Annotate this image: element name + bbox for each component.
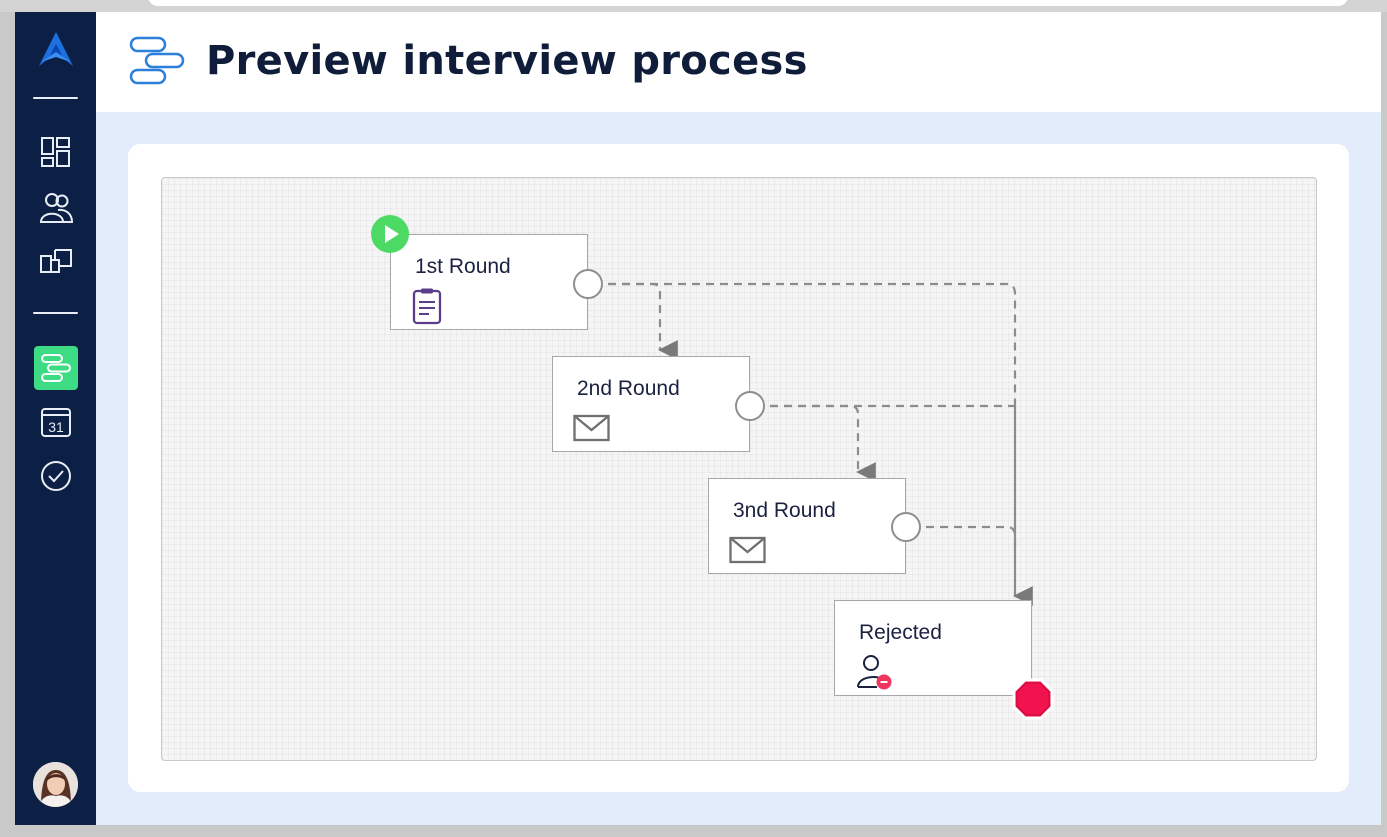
check-circle-icon bbox=[41, 461, 71, 491]
node-output-port[interactable] bbox=[735, 391, 765, 421]
flow-node-rejected[interactable]: Rejected bbox=[834, 600, 1032, 696]
process-flow-icon bbox=[41, 354, 71, 382]
page-header: Preview interview process bbox=[96, 12, 1381, 112]
connector-round2-round3 bbox=[770, 404, 876, 482]
address-field[interactable] bbox=[148, 0, 1348, 6]
users-icon bbox=[39, 193, 74, 223]
sidebar-divider bbox=[33, 312, 78, 314]
avatar-image bbox=[33, 762, 78, 807]
user-avatar[interactable] bbox=[33, 762, 78, 807]
node-label: Rejected bbox=[859, 621, 942, 644]
app-window: 31 Preview int bbox=[15, 12, 1381, 825]
connector-round3-rejected bbox=[926, 525, 1017, 553]
envelope-icon bbox=[729, 536, 766, 564]
clipboard-icon bbox=[412, 288, 442, 325]
node-label: 1st Round bbox=[415, 255, 511, 278]
sidebar: 31 bbox=[15, 12, 96, 825]
node-output-port[interactable] bbox=[891, 512, 921, 542]
logo-icon bbox=[39, 32, 73, 66]
dashboard-grid-icon bbox=[41, 137, 70, 167]
sidebar-item-interview-process[interactable] bbox=[34, 346, 78, 390]
connector-round1-rejected bbox=[608, 282, 1017, 404]
page-title: Preview interview process bbox=[206, 38, 808, 84]
process-flow-icon bbox=[129, 36, 185, 85]
sidebar-item-calendar[interactable]: 31 bbox=[34, 400, 78, 444]
calendar-day: 31 bbox=[48, 419, 64, 435]
calendar-icon: 31 bbox=[41, 408, 71, 437]
node-label: 3nd Round bbox=[733, 499, 836, 522]
stop-end-icon bbox=[1012, 678, 1054, 720]
browser-top-bar bbox=[0, 0, 1387, 12]
connector-round1-round2 bbox=[608, 282, 678, 360]
flow-connectors bbox=[608, 282, 1033, 606]
main-content: 1st Round 2nd Round bbox=[96, 112, 1381, 825]
flow-node-round1[interactable]: 1st Round bbox=[390, 234, 588, 330]
envelope-icon bbox=[573, 414, 610, 442]
process-card: 1st Round 2nd Round bbox=[128, 144, 1349, 792]
sidebar-item-dashboard[interactable] bbox=[34, 130, 78, 174]
sidebar-item-candidates[interactable] bbox=[34, 186, 78, 230]
sidebar-divider bbox=[33, 97, 78, 99]
flow-node-round2[interactable]: 2nd Round bbox=[552, 356, 750, 452]
flow-canvas[interactable]: 1st Round 2nd Round bbox=[161, 177, 1317, 761]
folders-icon bbox=[40, 249, 72, 273]
sidebar-item-jobs[interactable] bbox=[34, 239, 78, 283]
sidebar-item-tasks[interactable] bbox=[34, 454, 78, 498]
node-output-port[interactable] bbox=[573, 269, 603, 299]
user-remove-icon bbox=[857, 655, 892, 690]
node-label: 2nd Round bbox=[577, 377, 680, 400]
start-play-icon[interactable] bbox=[370, 214, 410, 254]
flow-node-round3[interactable]: 3nd Round bbox=[708, 478, 906, 574]
